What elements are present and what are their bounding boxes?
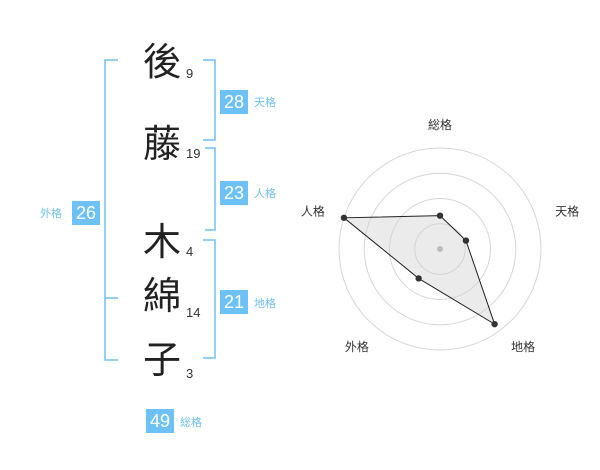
radar-axis-label-2: 天格: [555, 204, 579, 219]
gaikaku-value-badge: 26: [72, 201, 100, 225]
soukaku-value-badge: 49: [146, 409, 174, 433]
radar-point-5: [340, 214, 348, 221]
radar-ring-1: [414, 223, 466, 275]
chikaku-bracket: [203, 239, 216, 359]
stroke-count-1: 9: [186, 66, 194, 81]
soukaku-label: 総格: [180, 416, 202, 429]
name-char-3: 木: [142, 220, 181, 264]
name-char-4: 綿: [142, 274, 181, 318]
radar-point-2: [462, 237, 470, 244]
name-char-2: 藤: [142, 122, 181, 166]
radar-ring-2: [389, 198, 491, 300]
name-char-1: 後: [142, 40, 181, 84]
chikaku-label: 地格: [254, 297, 276, 310]
radar-axis-label-1: 総格: [428, 117, 452, 132]
tenkaku-value-badge: 28: [220, 90, 248, 114]
chikaku-value-badge: 21: [220, 290, 248, 314]
gaikaku-label: 外格: [40, 207, 62, 220]
stroke-count-4: 14: [186, 305, 201, 320]
jinkaku-value-badge: 23: [220, 181, 248, 205]
radar-point-4: [415, 275, 422, 282]
tenkaku-label: 天格: [254, 96, 276, 109]
stroke-count-3: 4: [186, 244, 194, 259]
radar-axis-label-5: 人格: [301, 204, 325, 219]
radar-center: [437, 246, 443, 252]
jinkaku-label: 人格: [254, 187, 276, 200]
gaikaku-bracket-outer: [104, 59, 118, 361]
name-char-5: 子: [142, 338, 181, 382]
radar-ring-3: [363, 172, 517, 326]
radar-axis-label-4: 外格: [345, 339, 369, 354]
radar-point-1: [436, 212, 444, 219]
radar-ring-4: [338, 147, 542, 351]
stroke-count-2: 19: [186, 146, 201, 161]
radar-point-3: [491, 320, 498, 328]
jinkaku-bracket: [205, 147, 216, 231]
tenkaku-bracket: [203, 59, 216, 141]
stroke-count-5: 3: [186, 366, 194, 381]
radar-area: [342, 215, 496, 326]
radar-axis-label-3: 地格: [511, 339, 535, 354]
